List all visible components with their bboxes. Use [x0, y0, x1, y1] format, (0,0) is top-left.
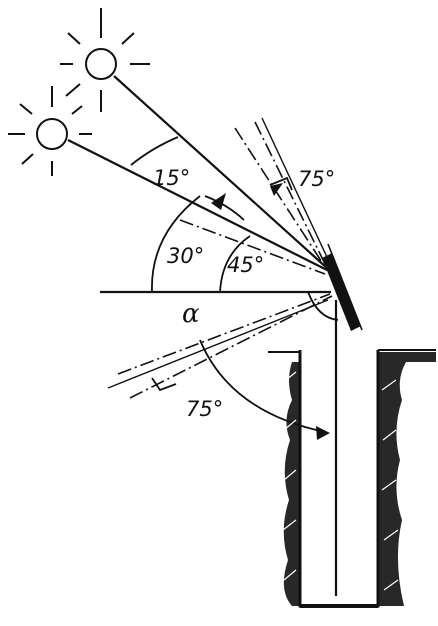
- arrowheads: [211, 183, 330, 440]
- ray-lower-sun: [67, 139, 328, 271]
- angle-arcs: [130, 136, 339, 433]
- angle-label-45: 45°: [227, 253, 264, 277]
- angle-label-75-top: 75°: [298, 167, 335, 191]
- collector-plate: [322, 243, 363, 331]
- sun-icon: [8, 86, 92, 176]
- ray-upper-sun: [113, 75, 328, 269]
- arc-45: [219, 235, 251, 293]
- alpha-label: α: [182, 299, 200, 329]
- angle-label-30: 30°: [167, 244, 204, 268]
- arc-15-30: [130, 136, 179, 166]
- ground-pit: [268, 349, 436, 608]
- angle-label-75-bottom: 75°: [186, 397, 223, 421]
- sun-icon: [60, 8, 150, 112]
- sun-rays: [67, 75, 328, 271]
- arc-30: [151, 195, 201, 293]
- dash-dot-lines: [117, 121, 333, 399]
- arc-alpha: [199, 339, 326, 433]
- angle-label-15: 15°: [153, 166, 190, 190]
- arc-collector-right: [307, 291, 339, 321]
- tick-marks: [151, 176, 293, 392]
- arc-45-upper: [204, 195, 245, 221]
